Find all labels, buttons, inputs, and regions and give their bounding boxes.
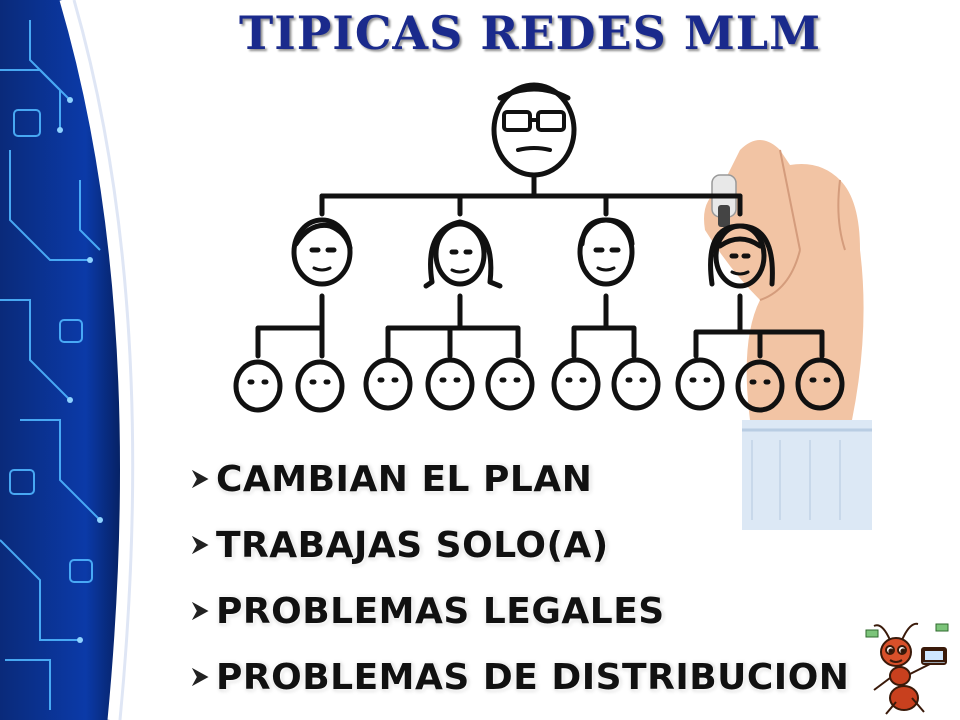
circuit-background-panel [0,0,135,720]
issues-list: CAMBIAN EL PLAN TRABAJAS SOLO(A) PROBLEM… [186,446,849,710]
slide-title: TIPICAS REDES MLM [238,6,822,60]
downline-face [425,357,475,411]
ant-mascot-icon [865,622,949,715]
arrow-bullet-icon [188,664,212,690]
downline-face [485,357,535,411]
list-item-label: PROBLEMAS DE DISTRIBUCION [216,656,850,698]
list-item-label: PROBLEMAS LEGALES [216,590,665,632]
arrow-bullet-icon [188,598,212,624]
list-item: TRABAJAS SOLO(A) [186,512,849,578]
downline-face [295,359,345,413]
list-item: CAMBIAN EL PLAN [186,446,849,512]
member-face [423,219,503,289]
downline-face [233,359,283,413]
list-item: PROBLEMAS LEGALES [186,578,849,644]
downline-face [795,357,845,411]
leader-face [491,82,577,178]
member-face [291,217,353,287]
downline-face [675,357,725,411]
list-item-label: CAMBIAN EL PLAN [216,458,593,500]
list-item: PROBLEMAS DE DISTRIBUCION [186,644,849,710]
arrow-bullet-icon [188,466,212,492]
downline-face [611,357,661,411]
member-face [577,217,635,287]
arrow-bullet-icon [188,532,212,558]
member-face [708,223,775,289]
downline-face [363,357,413,411]
downline-face [551,357,601,411]
list-item-label: TRABAJAS SOLO(A) [216,524,609,566]
downline-face [735,359,785,413]
